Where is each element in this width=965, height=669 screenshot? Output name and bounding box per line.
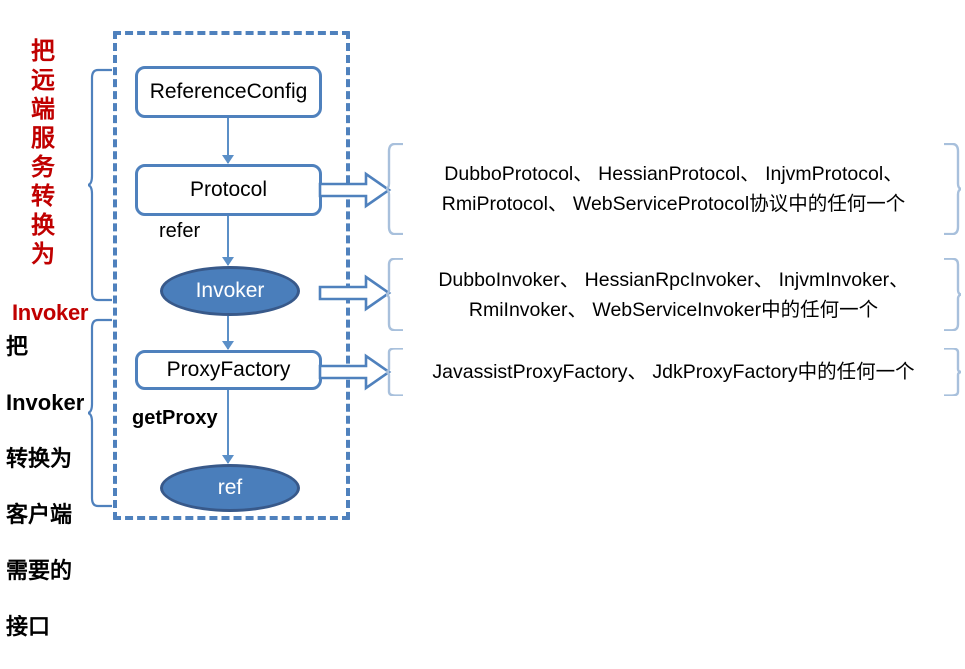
callout-left-brace-icon xyxy=(386,143,404,235)
dashed-container xyxy=(113,31,350,520)
callout-proxy-factory-implementations-text: JavassistProxyFactory、 JdkProxyFactory中的… xyxy=(408,357,939,387)
block-arrow-invoker-icon xyxy=(318,274,392,312)
callout-left-brace-icon xyxy=(386,348,404,396)
annotation-invoker-to-interface-line-2: Invoker xyxy=(6,390,85,415)
callout-invoker-line-1: DubboInvoker、 HessianRpcInvoker、 InjvmIn… xyxy=(438,268,909,291)
callout-proxy-factory-implementations: JavassistProxyFactory、 JdkProxyFactory中的… xyxy=(386,348,961,396)
annotation-invoker-to-interface-line-5: 需要的 xyxy=(6,558,73,583)
callout-left-brace-icon xyxy=(386,258,404,331)
annotation-invoker-to-interface-line-4: 客户端 xyxy=(6,502,73,527)
connector-label-get-proxy: getProxy xyxy=(132,407,218,429)
connector-label-refer: refer xyxy=(159,220,201,242)
callout-right-brace-icon xyxy=(943,348,961,396)
diagram-canvas: 把 远 端 服 务 转 换 为 Invoker 把 Invoker 转换为 客户… xyxy=(6,8,965,639)
annotation-remote-to-invoker-cjk: 把 远 端 服 务 转 换 为 xyxy=(31,38,55,268)
annotation-invoker-to-interface-line-1: 把 xyxy=(6,334,29,359)
node-proxy-factory[interactable]: ProxyFactory xyxy=(135,350,322,390)
block-arrow-proxy-factory-icon xyxy=(318,353,392,391)
annotation-invoker-to-interface-line-6: 接口 xyxy=(6,614,51,639)
callout-protocol-implementations: DubboProtocol、 HessianProtocol、 InjvmPro… xyxy=(386,143,961,235)
callout-proxy-factory-line-1: JavassistProxyFactory、 JdkProxyFactory中的… xyxy=(432,361,915,383)
annotation-remote-to-invoker: 把 远 端 服 务 转 换 为 Invoker xyxy=(12,8,88,356)
connector-protocol-to-invoker xyxy=(222,216,234,266)
node-reference-config[interactable]: ReferenceConfig xyxy=(135,66,322,118)
node-invoker[interactable]: Invoker xyxy=(160,266,300,316)
callout-invoker-line-2: RmiInvoker、 WebServiceInvoker中的任何一个 xyxy=(468,298,879,321)
node-ref-label: ref xyxy=(217,476,243,499)
callout-protocol-line-1: DubboProtocol、 HessianProtocol、 InjvmPro… xyxy=(444,163,903,185)
node-proxy-factory-label: ProxyFactory xyxy=(166,358,291,381)
block-arrow-protocol-icon xyxy=(318,171,392,209)
callout-invoker-implementations: DubboInvoker、 HessianRpcInvoker、 InjvmIn… xyxy=(386,258,961,331)
annotation-invoker-to-interface: 把 Invoker 转换为 客户端 需要的 接口 xyxy=(6,305,92,669)
node-ref[interactable]: ref xyxy=(160,464,300,512)
callout-right-brace-icon xyxy=(943,258,961,331)
connector-reference-config-to-protocol xyxy=(222,118,234,164)
node-protocol[interactable]: Protocol xyxy=(135,164,322,216)
callout-protocol-line-2: RmiProtocol、 WebServiceProtocol协议中的任何一个 xyxy=(441,193,906,215)
callout-right-brace-icon xyxy=(943,143,961,235)
connector-invoker-to-proxy-factory xyxy=(222,316,234,350)
callout-protocol-implementations-text: DubboProtocol、 HessianProtocol、 InjvmPro… xyxy=(408,159,939,219)
brace-remote-to-invoker xyxy=(88,68,114,302)
annotation-invoker-to-interface-line-3: 转换为 xyxy=(6,446,73,471)
node-reference-config-label: ReferenceConfig xyxy=(149,80,308,103)
node-invoker-label: Invoker xyxy=(195,279,265,302)
callout-invoker-implementations-text: DubboInvoker、 HessianRpcInvoker、 InjvmIn… xyxy=(408,265,939,325)
connector-proxy-factory-to-ref xyxy=(222,390,234,464)
node-protocol-label: Protocol xyxy=(189,178,268,201)
brace-invoker-to-interface xyxy=(88,318,114,508)
